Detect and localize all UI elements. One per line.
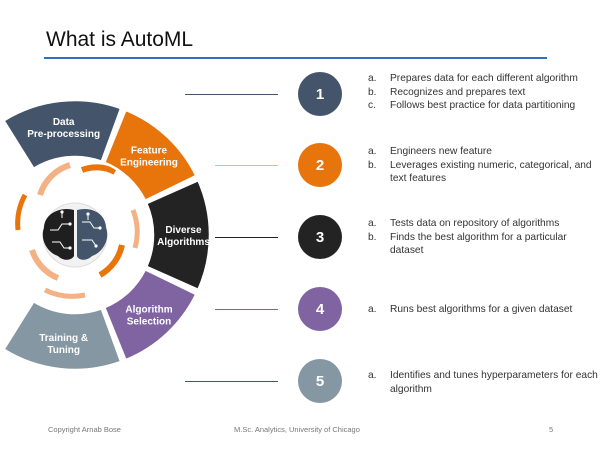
step-item-text: Leverages existing numeric, categorical,… [390, 159, 592, 185]
step-description-1: a. Prepares data for each different algor… [368, 72, 598, 113]
connector-line-2 [215, 165, 278, 166]
step-item: a. Prepares data for each different algor… [368, 72, 598, 86]
step-item-letter: a. [368, 218, 377, 229]
step-number-circle: 4 [298, 287, 342, 331]
connector-line-4 [215, 309, 278, 310]
step-item-text: Recognizes and prepares text [390, 86, 526, 98]
step-item-letter: a. [368, 146, 377, 157]
segment-label-line: Feature [131, 146, 168, 157]
step-item-letter: a. [368, 73, 377, 84]
segment-shape [1, 98, 123, 171]
step-number-circle: 2 [298, 143, 342, 187]
segment-label-line: Data [53, 117, 75, 128]
step-item-letter: a. [368, 304, 377, 315]
segment-label-line: Selection [127, 316, 171, 327]
connector-line-3 [215, 237, 278, 238]
segment-label-line: Algorithm [125, 304, 172, 315]
segment-label-line: Engineering [120, 158, 178, 169]
connector-line-1 [185, 94, 278, 95]
gear-arc-outer-bottom [43, 287, 86, 299]
step-item: a. Identifies and tunes hyperparameters f… [368, 369, 598, 396]
connector-line-5 [185, 381, 278, 382]
gear-arc-top [80, 164, 117, 175]
step-item: b. Recognizes and prepares text [368, 86, 598, 100]
step-number-circle: 5 [298, 359, 342, 403]
step-description-2: a. Engineers new feature b. Leverages exist… [368, 145, 598, 186]
step-item: c. Follows best practice for data partiti… [368, 99, 598, 113]
step-description-3: a. Tests data on repository of algorithms… [368, 217, 598, 258]
step-item: b. Leverages existing numeric, categorica… [368, 159, 598, 186]
segment-5: Training &Tuning [1, 299, 123, 372]
step-item-letter: b. [368, 86, 377, 98]
gear-arc-bottom [29, 248, 60, 281]
segment-label-line: Training & [39, 333, 88, 344]
step-item-letter: b. [368, 159, 377, 171]
segment-shape [102, 267, 199, 362]
title-underline [44, 57, 547, 59]
step-description-5: a. Identifies and tunes hyperparameters f… [368, 369, 598, 396]
step-number-circle: 1 [298, 72, 342, 116]
segment-label-line: Tuning [47, 345, 80, 356]
segment-shape [1, 299, 123, 372]
segment-label-line: Pre-processing [27, 129, 100, 140]
step-item-letter: a. [368, 370, 377, 381]
brain-icon [42, 202, 108, 268]
step-item-text: Runs best algorithms for a given dataset [390, 304, 573, 315]
step-item: b. Finds the best algorithm for a particu… [368, 231, 598, 258]
footer-copyright: Copyright Arnab Bose [48, 425, 121, 434]
gear-ring [15, 162, 140, 299]
step-item-letter: c. [368, 100, 376, 111]
slide-title: What is AutoML [46, 28, 194, 51]
step-description-4: a. Runs best algorithms for a given datas… [368, 303, 598, 317]
gear-arc-left [37, 162, 72, 197]
step-item-text: Tests data on repository of algorithms [390, 218, 560, 229]
footer-institution: M.Sc. Analytics, University of Chicago [234, 425, 360, 434]
step-item-text: Finds the best algorithm for a particula… [390, 231, 567, 257]
step-item-text: Identifies and tunes hyperparameters for… [390, 370, 598, 395]
step-number-circle: 3 [298, 215, 342, 259]
step-item: a. Tests data on repository of algorithms [368, 217, 598, 231]
step-item-text: Engineers new feature [390, 146, 492, 157]
segment-label-line: Diverse [165, 225, 202, 236]
step-item: a. Engineers new feature [368, 145, 598, 159]
segment-shape [102, 108, 199, 203]
step-item: a. Runs best algorithms for a given datas… [368, 303, 598, 317]
gear-arc-outer-right [130, 209, 140, 249]
footer-page-number: 5 [549, 425, 554, 434]
step-item-text: Follows best practice for data partition… [390, 100, 576, 111]
step-item-text: Prepares data for each different algorit… [390, 73, 578, 84]
segment-shape [144, 178, 212, 292]
gear-arc-right [98, 244, 125, 278]
step-item-letter: b. [368, 231, 377, 243]
segment-label-line: Algorithms [157, 237, 210, 248]
gear-arc-outer-left [15, 193, 28, 231]
